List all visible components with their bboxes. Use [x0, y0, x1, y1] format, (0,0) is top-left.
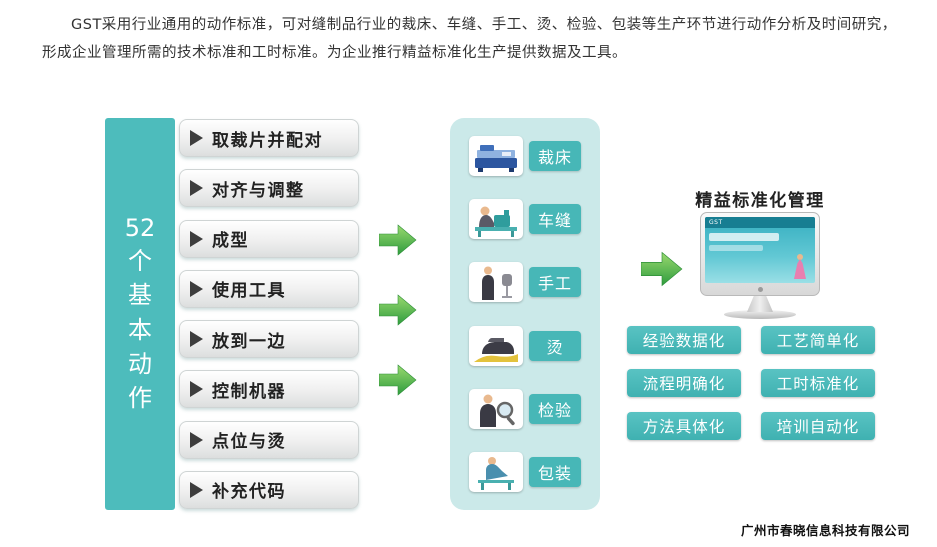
- process-row: 包装: [450, 452, 600, 493]
- process-button: 裁床: [529, 140, 581, 171]
- motion-label: 放到一边: [212, 331, 286, 352]
- benefit-button: 经验数据化: [627, 326, 741, 354]
- flow-arrow-icon: [379, 364, 417, 396]
- benefit-button: 工时标准化: [761, 369, 875, 397]
- motion-item: 放到一边: [179, 320, 359, 359]
- arrow-right-icon: [190, 331, 203, 348]
- software-titlebar: GST: [705, 217, 815, 228]
- motion-label: 使用工具: [212, 281, 286, 302]
- motion-label: 取裁片并配对: [212, 130, 323, 151]
- motion-item: 对齐与调整: [179, 169, 359, 208]
- arrow-right-icon: [190, 230, 203, 247]
- computer-monitor: GST: [700, 212, 820, 319]
- benefit-button: 方法具体化: [627, 412, 741, 440]
- sewing-icon: [469, 198, 523, 239]
- motion-count: 52: [124, 214, 156, 243]
- apple-logo-icon: [757, 286, 763, 292]
- screen-content-band: [709, 245, 763, 251]
- benefit-button: 流程明确化: [627, 369, 741, 397]
- monitor-stand: [747, 296, 773, 312]
- monitor-frame: GST: [700, 212, 820, 296]
- screen-content-band: [709, 233, 779, 241]
- motion-count-label: 个基本动作: [128, 247, 152, 412]
- basic-motions-bar: 52 个基本动作: [105, 118, 175, 510]
- company-name: 广州市春晓信息科技有限公司: [740, 523, 910, 538]
- process-button: 烫: [529, 330, 581, 361]
- arrow-right-icon: [190, 381, 203, 398]
- process-row: 裁床: [450, 135, 600, 176]
- result-title: 精益标准化管理: [695, 191, 825, 211]
- motion-label: 控制机器: [212, 381, 286, 402]
- inspection-icon: [469, 388, 523, 429]
- motion-list: 取裁片并配对 对齐与调整 成型 使用工具 放到一边 控制机器 点位与烫 补充代: [179, 119, 359, 509]
- process-row: 烫: [450, 325, 600, 366]
- motion-item: 成型: [179, 219, 359, 258]
- monitor-chin: [705, 283, 815, 295]
- arrow-right-icon: [190, 130, 203, 146]
- packing-icon: [469, 452, 523, 493]
- screen-figure: [794, 259, 806, 279]
- motion-item: 控制机器: [179, 370, 359, 409]
- benefit-button: 培训自动化: [761, 412, 875, 440]
- cutting-bed-icon: [469, 135, 523, 176]
- flow-arrow-icon: [641, 251, 683, 287]
- flow-arrow-icon: [379, 224, 417, 256]
- process-panel: 裁床 车缝: [450, 118, 600, 510]
- benefit-grid: 经验数据化 工艺简单化 流程明确化 工时标准化 方法具体化 培训自动化: [627, 326, 875, 440]
- motion-item: 点位与烫: [179, 420, 359, 459]
- motion-label: 对齐与调整: [212, 180, 305, 201]
- benefit-button: 工艺简单化: [761, 326, 875, 354]
- monitor-screen: GST: [705, 217, 815, 283]
- arrow-right-icon: [190, 280, 203, 297]
- process-button: 包装: [529, 457, 581, 488]
- motion-item: 补充代码: [179, 470, 359, 509]
- motion-item: 取裁片并配对: [179, 119, 359, 157]
- monitor-base: [724, 310, 796, 319]
- process-row: 检验: [450, 388, 600, 429]
- process-button: 手工: [529, 267, 581, 298]
- process-button: 检验: [529, 393, 581, 424]
- arrow-right-icon: [190, 481, 203, 498]
- arrow-right-icon: [190, 180, 203, 197]
- process-button: 车缝: [529, 203, 581, 234]
- motion-label: 点位与烫: [212, 432, 286, 453]
- screen-figure: [797, 254, 803, 260]
- motion-label: 补充代码: [212, 482, 286, 503]
- arrow-right-icon: [190, 431, 203, 448]
- process-row: 车缝: [450, 198, 600, 239]
- ironing-icon: [469, 325, 523, 366]
- intro-paragraph: GST采用行业通用的动作标准，可对缝制品行业的裁床、车缝、手工、烫、检验、包装等…: [42, 17, 897, 61]
- handwork-icon: [469, 262, 523, 303]
- flow-arrow-icon: [379, 294, 417, 326]
- motion-item: 使用工具: [179, 269, 359, 308]
- process-row: 手工: [450, 262, 600, 303]
- motion-label: 成型: [212, 231, 249, 252]
